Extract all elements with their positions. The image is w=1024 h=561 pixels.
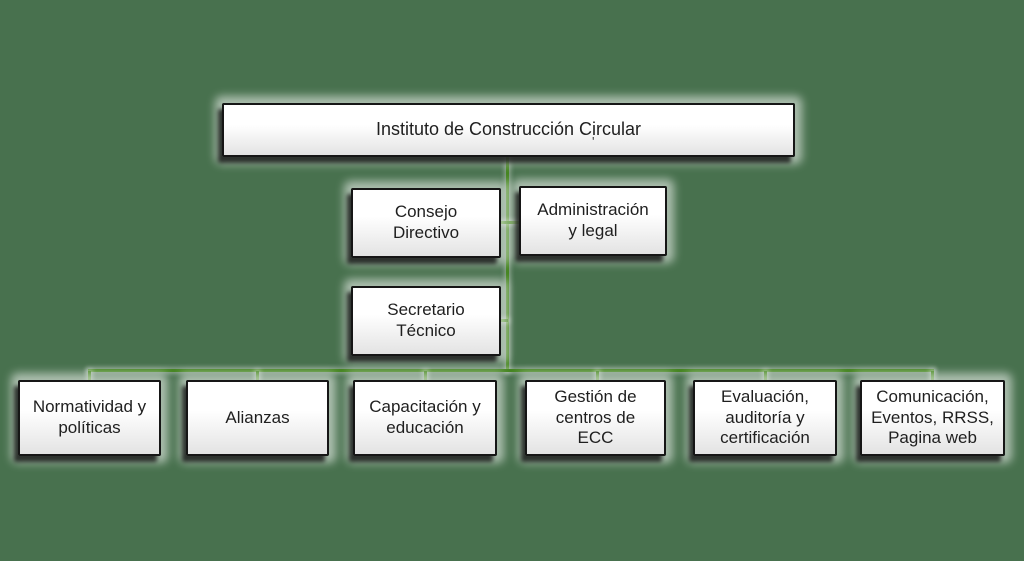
- stray-mark: ': [592, 134, 595, 149]
- org-node-administracion-legal: Administración y legal: [519, 186, 667, 256]
- org-node-label: Normatividad y políticas: [32, 397, 147, 437]
- org-node-label: Secretario Técnico: [387, 300, 465, 340]
- connector-level2-horizontal: [500, 221, 520, 224]
- connector-dept-stub-5: [764, 371, 767, 381]
- org-node-normatividad-politicas: Normatividad y políticas: [18, 380, 161, 456]
- org-node-label: Administración y legal: [537, 200, 649, 240]
- org-node-comunicacion-eventos: Comunicación, Eventos, RRSS, Pagina web: [860, 380, 1005, 456]
- org-node-secretario-tecnico: Secretario Técnico: [351, 286, 501, 356]
- org-node-evaluacion-auditoria-certificacion: Evaluación, auditoría y certificación: [693, 380, 837, 456]
- connector-dept-stub-6: [931, 371, 934, 381]
- org-node-consejo-directivo: Consejo Directivo: [351, 188, 501, 258]
- connector-root-vertical: [506, 156, 509, 372]
- org-node-label: Comunicación, Eventos, RRSS, Pagina web: [871, 386, 994, 448]
- org-node-gestion-centros-ecc: Gestión de centros de ECC: [525, 380, 666, 456]
- org-node-capacitacion-educacion: Capacitación y educación: [353, 380, 497, 456]
- org-node-label: Alianzas: [225, 407, 290, 427]
- connector-dept-stub-4: [596, 371, 599, 381]
- org-node-label: Consejo Directivo: [392, 202, 460, 242]
- connector-secretario-stub: [500, 319, 508, 322]
- connector-dept-stub-1: [88, 371, 91, 381]
- connector-departments-horizontal: [88, 369, 934, 372]
- org-node-label: Instituto de Construcción Circular: [375, 119, 642, 140]
- connector-dept-stub-3: [424, 371, 427, 381]
- org-node-label: Evaluación, auditoría y certificación: [720, 386, 810, 448]
- org-node-label: Gestión de centros de ECC: [554, 386, 637, 448]
- connector-dept-stub-2: [256, 371, 259, 381]
- org-node-instituto: Instituto de Construcción Circular ': [222, 103, 795, 157]
- org-node-label: Capacitación y educación: [369, 397, 481, 437]
- org-node-alianzas: Alianzas: [186, 380, 329, 456]
